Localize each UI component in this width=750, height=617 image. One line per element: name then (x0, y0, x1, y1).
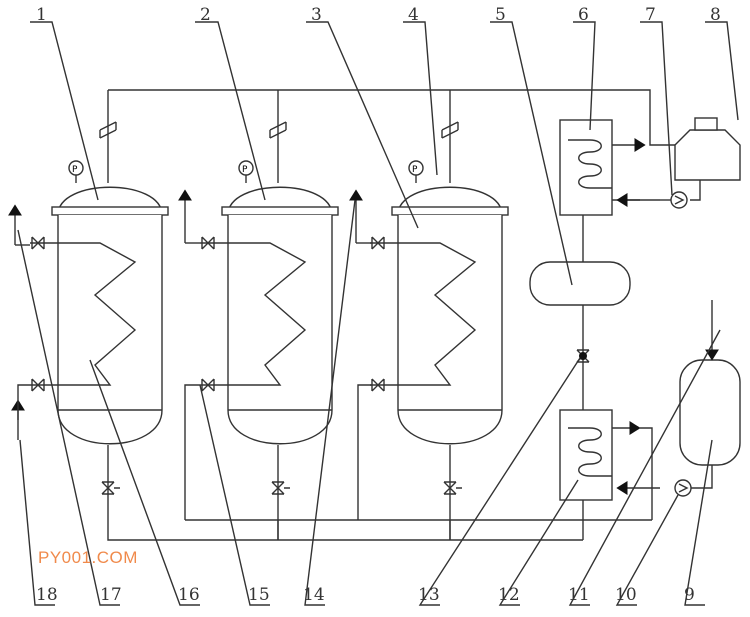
vessel-vent-pipes (107, 90, 451, 183)
drain-valves (101, 481, 462, 495)
coil-12 (568, 427, 612, 477)
label-9: 9 (684, 585, 695, 605)
label-2: 2 (200, 5, 211, 25)
label-16: 16 (178, 585, 200, 605)
receiver-tank-5 (529, 261, 631, 306)
label-12: 12 (498, 585, 520, 605)
pressure-gauge-icon: P (242, 165, 248, 175)
label-5: 5 (495, 5, 506, 25)
label-14: 14 (303, 585, 325, 605)
check-valves (99, 121, 459, 139)
label-13: 13 (418, 585, 440, 605)
label-8: 8 (710, 5, 721, 25)
reactor-2: P (200, 160, 339, 445)
cooling-tower-8 (674, 129, 741, 181)
condenser-6 (559, 119, 613, 216)
coil-6 (568, 139, 612, 189)
pump-10 (674, 479, 692, 497)
label-10: 10 (615, 585, 637, 605)
label-6: 6 (578, 5, 589, 25)
label-1: 1 (36, 5, 47, 25)
label-7: 7 (645, 5, 656, 25)
watermark: PY001.COM (38, 548, 138, 567)
top-header-pipe (108, 89, 675, 146)
pressure-gauge-icon: P (412, 165, 418, 175)
reactor-1: P (30, 160, 169, 445)
leader-lines (17, 21, 739, 606)
reactor-3: P (370, 160, 509, 445)
label-15: 15 (248, 585, 270, 605)
label-3: 3 (311, 5, 322, 25)
bottom-drain-pipes (107, 445, 583, 541)
pressure-gauge-icon: P (72, 165, 78, 175)
condenser-12 (559, 409, 613, 501)
label-17: 17 (100, 585, 122, 605)
label-4: 4 (408, 5, 419, 25)
label-11: 11 (568, 585, 590, 605)
pump-7 (670, 191, 688, 209)
label-18: 18 (36, 585, 58, 605)
